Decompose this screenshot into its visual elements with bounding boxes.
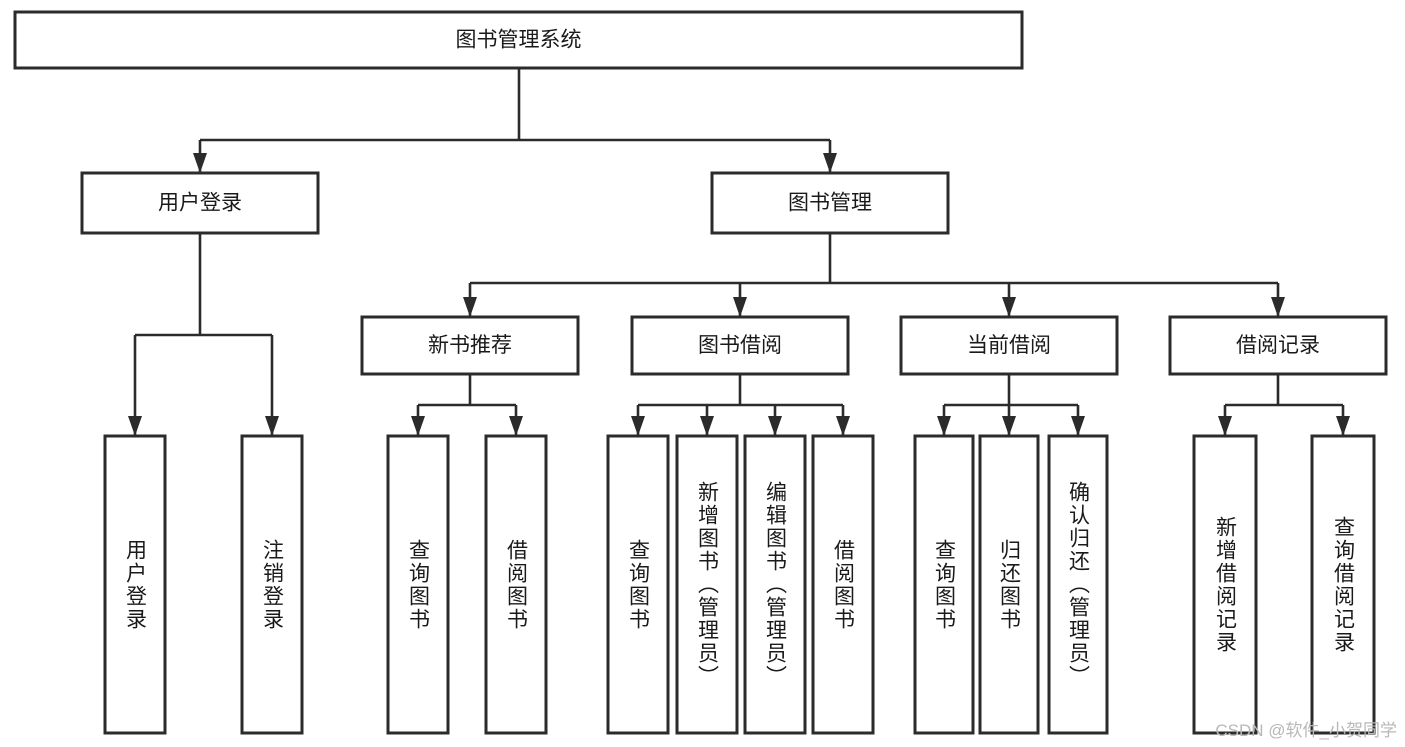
arrow-head-icon bbox=[700, 416, 714, 436]
leaf-box-leaf-query-book-3[interactable] bbox=[913, 434, 975, 735]
node-box-user-login[interactable] bbox=[80, 171, 320, 235]
node-label-new-book-rec: 新书推荐 bbox=[428, 334, 512, 357]
arrow-head-icon bbox=[937, 416, 951, 436]
node-label-root: 图书管理系统 bbox=[456, 29, 582, 52]
leaf-box-leaf-return-book[interactable] bbox=[978, 434, 1040, 735]
arrow-head-icon bbox=[631, 416, 645, 436]
node-box-new-book-rec[interactable] bbox=[360, 315, 580, 376]
arrow-head-icon bbox=[509, 416, 523, 436]
arrow-head-icon bbox=[193, 153, 207, 173]
node-label-book-manage: 图书管理 bbox=[788, 192, 872, 215]
arrow-head-icon bbox=[1002, 297, 1016, 317]
arrow-head-icon bbox=[823, 153, 837, 173]
arrow-head-icon bbox=[265, 416, 279, 436]
node-box-current-borrow[interactable] bbox=[899, 315, 1119, 376]
boxes-layer bbox=[13, 10, 1388, 735]
leaf-box-leaf-query-record[interactable] bbox=[1310, 434, 1376, 735]
node-label-borrow-record: 借阅记录 bbox=[1236, 334, 1320, 357]
arrow-head-icon bbox=[733, 297, 747, 317]
arrow-head-icon bbox=[1071, 416, 1085, 436]
arrow-head-icon bbox=[768, 416, 782, 436]
node-label-user-login: 用户登录 bbox=[158, 192, 242, 215]
leaf-box-leaf-query-book-1[interactable] bbox=[386, 434, 450, 735]
arrow-head-icon bbox=[128, 416, 142, 436]
arrow-head-icon bbox=[1218, 416, 1232, 436]
node-label-current-borrow: 当前借阅 bbox=[967, 334, 1051, 357]
node-box-borrow-record[interactable] bbox=[1168, 315, 1388, 376]
arrow-head-icon bbox=[1002, 416, 1016, 436]
arrow-head-icon bbox=[1336, 416, 1350, 436]
connectors-layer bbox=[128, 68, 1350, 436]
node-box-book-borrow[interactable] bbox=[630, 315, 850, 376]
arrow-head-icon bbox=[836, 416, 850, 436]
arrow-head-icon bbox=[411, 416, 425, 436]
leaf-box-leaf-query-book-2[interactable] bbox=[606, 434, 670, 735]
arrow-head-icon bbox=[463, 297, 477, 317]
node-label-book-borrow: 图书借阅 bbox=[698, 334, 782, 357]
arrow-head-icon bbox=[1271, 297, 1285, 317]
leaf-box-leaf-user-logout[interactable] bbox=[240, 434, 304, 735]
leaf-box-leaf-add-record[interactable] bbox=[1192, 434, 1258, 735]
leaf-box-leaf-user-login[interactable] bbox=[103, 434, 167, 735]
watermark-text: CSDN @软件_小贺同学 bbox=[1215, 721, 1397, 740]
leaf-box-leaf-borrow-book-1[interactable] bbox=[484, 434, 548, 735]
leaf-box-leaf-borrow-book-2[interactable] bbox=[811, 434, 875, 735]
leaf-box-leaf-edit-book[interactable] bbox=[743, 434, 807, 735]
node-box-book-manage[interactable] bbox=[710, 171, 950, 235]
leaf-box-leaf-confirm-return[interactable] bbox=[1047, 434, 1109, 735]
node-box-root[interactable] bbox=[13, 10, 1024, 70]
leaf-box-leaf-add-book[interactable] bbox=[675, 434, 739, 735]
